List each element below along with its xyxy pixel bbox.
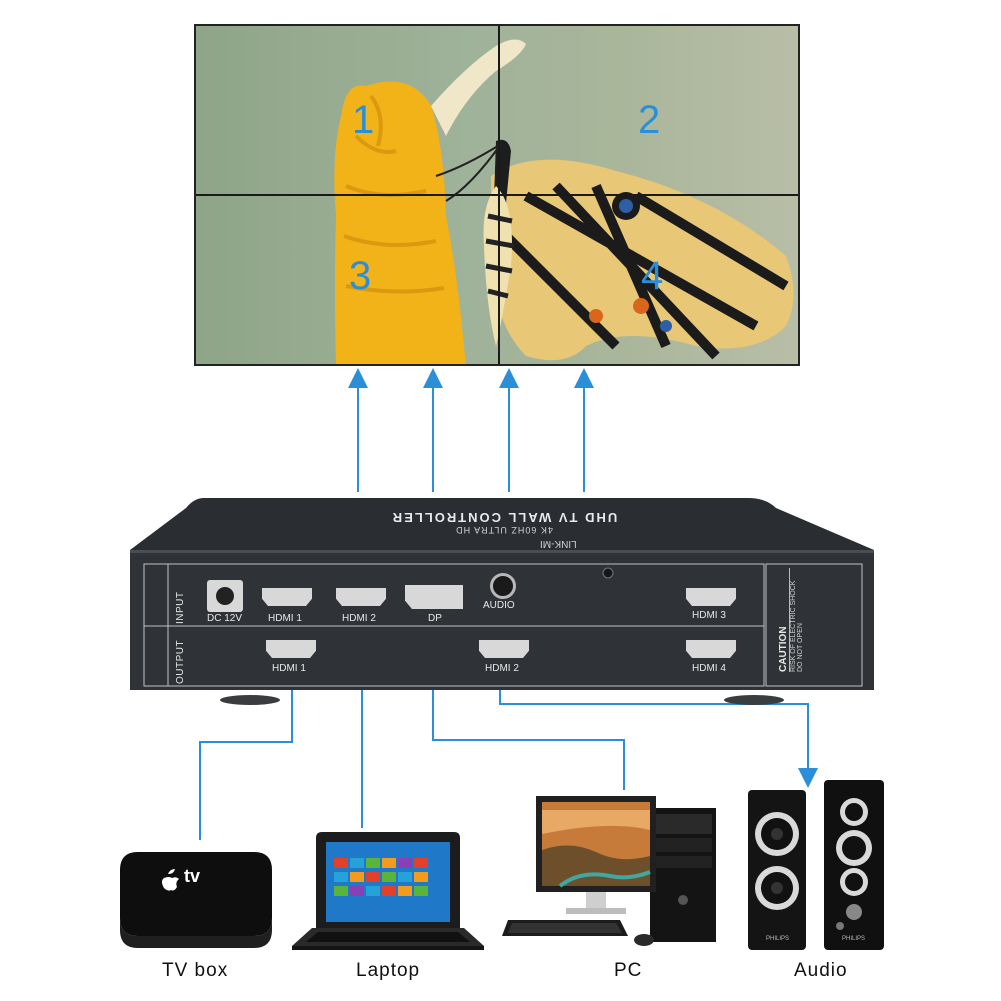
caution-line2: DO NOT OPEN: [797, 623, 804, 672]
dc-label: DC 12V: [207, 613, 243, 624]
video-wall: 1 2 3 4: [194, 24, 800, 366]
quadrant-3-label: 3: [349, 254, 372, 298]
input-hdmi1-label: HDMI 1: [268, 613, 302, 624]
output-hdmi3-port: [686, 588, 736, 606]
output-hdmi4-label: HDMI 4: [692, 663, 726, 674]
input-dp-label: DP: [428, 613, 442, 624]
windows-tiles: [334, 858, 428, 896]
audio-label: Audio: [794, 960, 848, 981]
quadrant-2-label: 2: [638, 98, 661, 142]
pc-device: [502, 796, 716, 946]
output-hdmi4-port: [686, 640, 736, 658]
controller-top-text: 4K 60HZ ULTRA HD UHD TV WALL CONTROLLER: [284, 510, 724, 535]
input-hdmi1-port: [262, 588, 312, 606]
caution-title: CAUTION: [778, 568, 790, 672]
dc-jack: [207, 580, 243, 612]
output-hdmi1-port: [266, 640, 316, 658]
output-hdmi1-label: HDMI 1: [272, 663, 306, 674]
output-hdmi2-label: HDMI 2: [485, 663, 519, 674]
speaker-brand-left: PHILIPS: [766, 936, 790, 942]
input-hdmi2-label: HDMI 2: [342, 613, 376, 624]
controller-brand: LINK-MI: [540, 538, 577, 549]
tv-box-label: TV box: [162, 960, 229, 981]
speaker-brand-right: PHILIPS: [842, 936, 866, 942]
quadrant-4-label: 4: [641, 254, 664, 298]
input-section-label: INPUT: [175, 591, 186, 625]
input-hdmi2-port: [336, 588, 386, 606]
quadrant-1-label: 1: [352, 98, 375, 142]
controller-title: UHD TV WALL CONTROLLER: [390, 510, 618, 525]
butterfly-image: [334, 39, 794, 364]
output-section-label: OUTPUT: [175, 639, 186, 684]
tv-box-device: [120, 852, 272, 948]
caution-label: CAUTION RISK OF ELECTRIC SHOCK DO NOT OP…: [778, 568, 804, 672]
pc-label: PC: [614, 960, 643, 981]
input-dp-port: [405, 585, 463, 609]
apple-logo-icon: [162, 869, 179, 891]
output-hdmi2-port: [479, 640, 529, 658]
apple-tv-logo-text: tv: [184, 866, 201, 886]
controller-subtitle: 4K 60HZ ULTRA HD: [455, 525, 553, 535]
laptop-device: [292, 832, 484, 950]
output-hdmi3-label: HDMI 3: [692, 610, 726, 621]
speakers-device: [748, 780, 884, 950]
caution-line1: RISK OF ELECTRIC SHOCK: [790, 580, 797, 672]
audio-jack-label: AUDIO: [483, 600, 515, 611]
audio-jack: [490, 573, 516, 599]
laptop-label: Laptop: [356, 960, 421, 981]
